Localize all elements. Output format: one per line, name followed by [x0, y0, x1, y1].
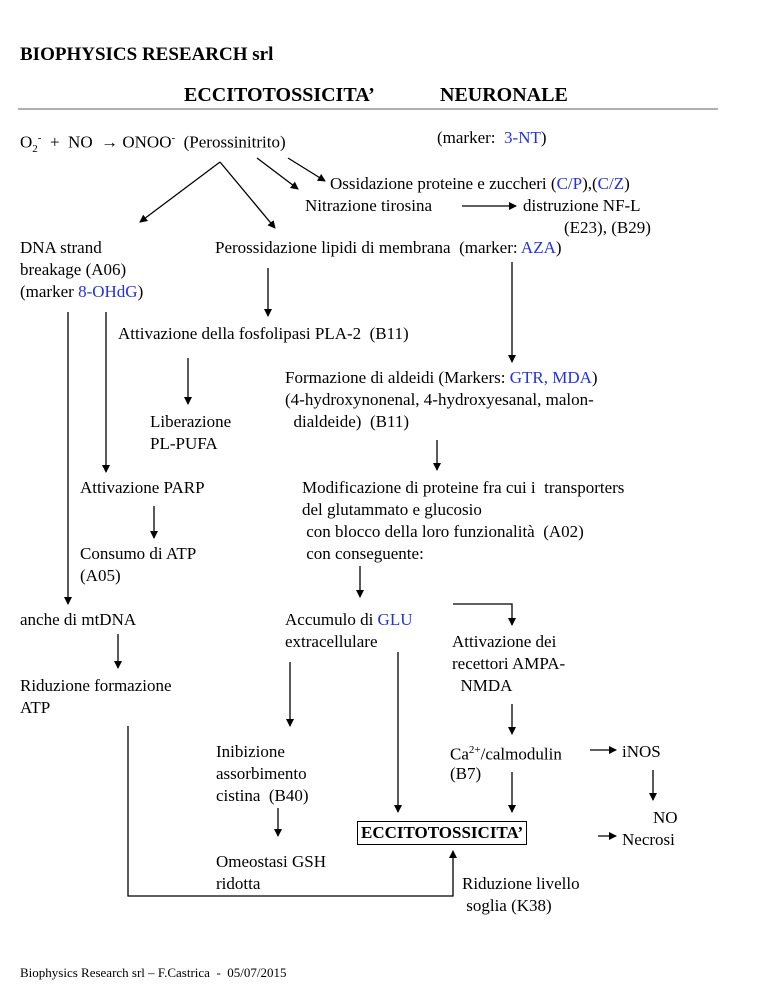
- node-aldeidi-1: Formazione di aldeidi (Markers: GTR, MDA…: [285, 368, 598, 387]
- arrow-onoo-to-nitrazione: [256, 157, 299, 190]
- arrow-onoo-to-dna: [139, 161, 221, 223]
- node-pla2: Attivazione della fosfolipasi PLA-2 (B11…: [118, 324, 409, 343]
- node-inibizione-3: cistina (B40): [216, 786, 309, 805]
- footer: Biophysics Research srl – F.Castrica - 0…: [20, 965, 287, 980]
- node-nitrazione: Nitrazione tirosina: [305, 196, 432, 215]
- node-inos: iNOS: [622, 742, 661, 761]
- header-divider: [18, 108, 718, 110]
- node-gsh-2: ridotta: [216, 874, 261, 893]
- node-inibizione-1: Inibizione: [216, 742, 285, 761]
- node-modificazione-4: con conseguente:: [302, 544, 424, 563]
- node-aldeidi-3: dialdeide) (B11): [285, 412, 410, 431]
- node-perossidazione: Perossidazione lipidi di membrana (marke…: [215, 238, 562, 257]
- node-aldeidi-2: (4-hydroxynonenal, 4-hydroxyesanal, malo…: [285, 390, 594, 409]
- node-gsh-1: Omeostasi GSH: [216, 852, 327, 871]
- title-left: ECCITOTOSSICITA’: [184, 84, 375, 106]
- node-parp: Attivazione PARP: [80, 478, 205, 497]
- node-modificazione-2: del glutammato e glucosio: [302, 500, 482, 519]
- node-mtdna: anche di mtDNA: [20, 610, 137, 629]
- title-right: NEURONALE: [440, 84, 568, 106]
- arrow-onoo-to-ossidazione: [287, 157, 326, 182]
- node-accumulo-1: Accumulo di GLU: [285, 610, 413, 629]
- arrow-accumulo-to-ampa: [453, 603, 516, 626]
- node-riduzione-atp-1: Riduzione formazione: [20, 676, 172, 695]
- node-dna-3: (marker 8-OHdG): [20, 282, 144, 301]
- node-riduzione-atp-2: ATP: [20, 698, 51, 717]
- node-dna-1: DNA strand: [20, 238, 102, 257]
- node-soglia-1: Riduzione livello: [462, 874, 580, 893]
- reaction-marker: (marker: 3-NT): [437, 128, 547, 147]
- node-ampa-2: recettori AMPA-: [452, 654, 566, 673]
- node-liberazione-1: Liberazione: [150, 412, 232, 431]
- node-eccitotossicita-box: ECCITOTOSSICITA’: [357, 821, 528, 845]
- node-inibizione-2: assorbimento: [216, 764, 307, 783]
- node-ampa-3: NMDA: [452, 676, 513, 695]
- node-necrosi: Necrosi: [622, 830, 675, 849]
- node-calmodulin: Ca2+/calmodulin: [450, 744, 562, 764]
- node-liberazione-2: PL-PUFA: [150, 434, 218, 453]
- arrow-riduzione-atp-to-eccitotossicita: [127, 726, 457, 897]
- node-distruzione: distruzione NF-L: [523, 196, 641, 215]
- node-soglia-2: soglia (K38): [462, 896, 552, 915]
- node-consumo-1: Consumo di ATP: [80, 544, 197, 563]
- node-dna-2: breakage (A06): [20, 260, 127, 279]
- node-accumulo-2: extracellulare: [285, 632, 378, 651]
- node-modificazione-3: con blocco della loro funzionalità (A02): [302, 522, 584, 541]
- arrow-onoo-to-perossidazione: [219, 161, 276, 229]
- reaction-equation: O2- + NO → ONOO- (Perossinitrito): [20, 132, 286, 156]
- node-modificazione-1: Modificazione di proteine fra cui i tran…: [302, 478, 625, 497]
- node-no: NO: [653, 808, 678, 827]
- node-consumo-2: (A05): [80, 566, 121, 585]
- node-ampa-1: Attivazione dei: [452, 632, 557, 651]
- company-name: BIOPHYSICS RESEARCH srl: [20, 44, 274, 65]
- node-ossidazione: Ossidazione proteine e zuccheri (C/P),(C…: [330, 174, 630, 193]
- node-distruzione-refs: (E23), (B29): [564, 218, 651, 237]
- node-calmodulin-ref: (B7): [450, 764, 482, 783]
